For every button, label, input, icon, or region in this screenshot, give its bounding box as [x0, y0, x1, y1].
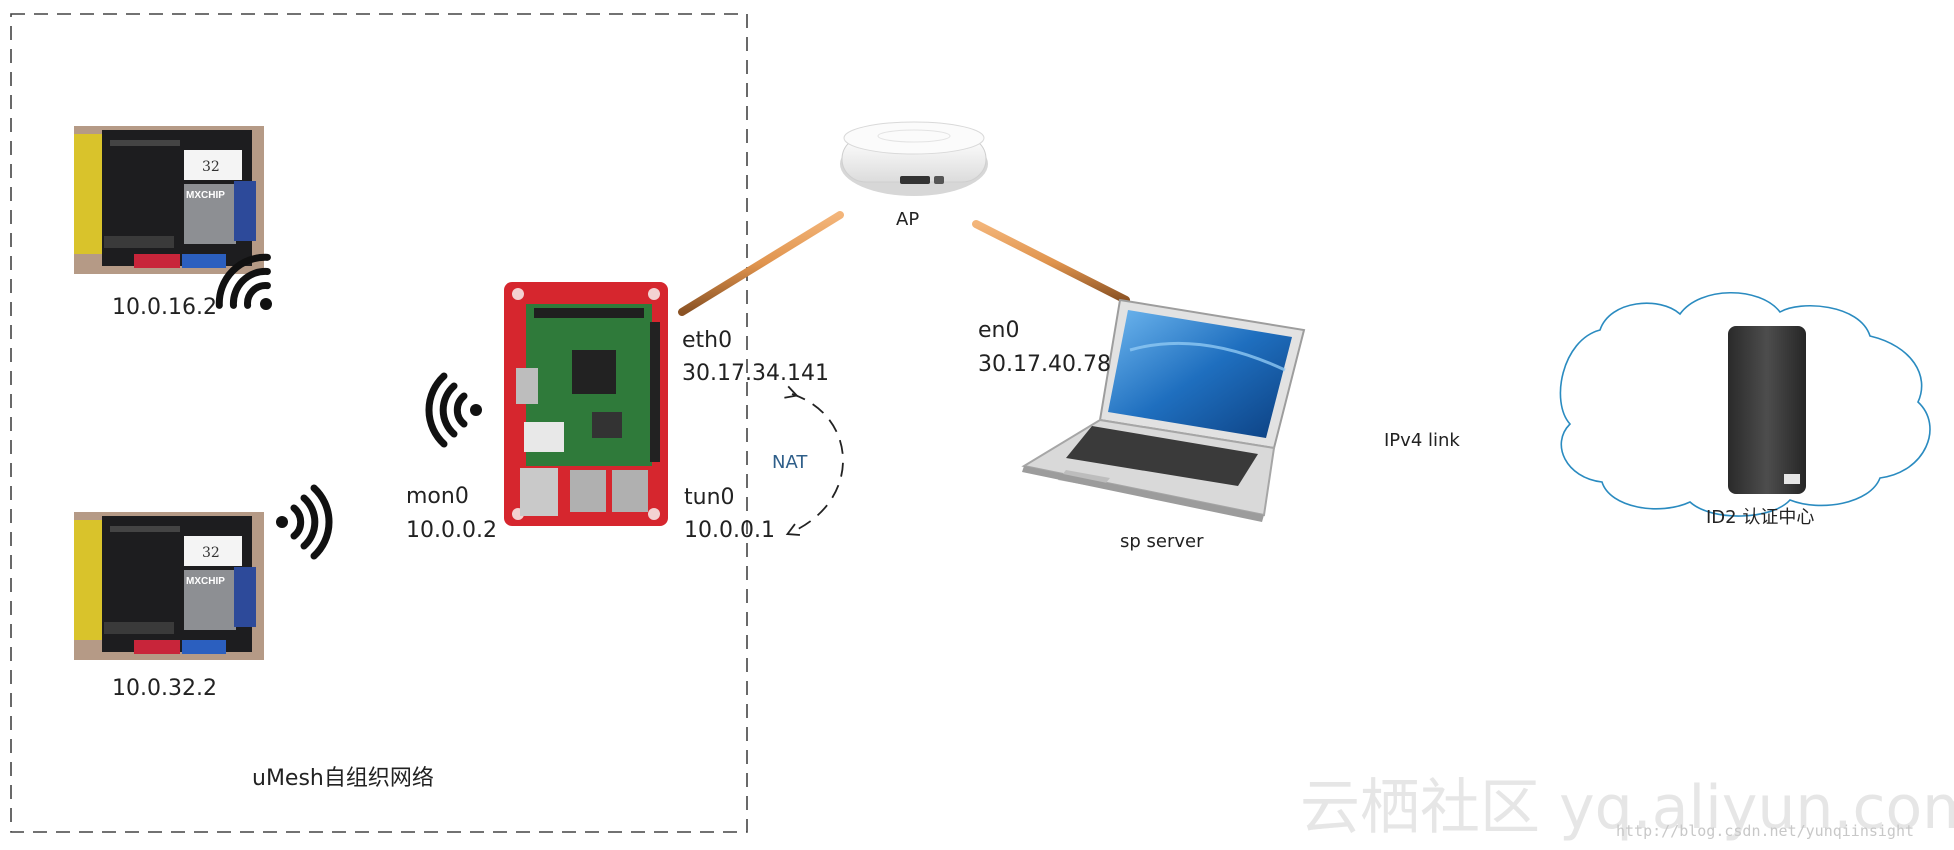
watermark-url: http://blog.csdn.net/yunqiinsight	[1616, 822, 1914, 840]
access-point-device	[840, 121, 988, 196]
device-board-bottom: 32 MXCHIP	[74, 512, 264, 660]
cloud-label: ID2 认证中心	[1706, 507, 1814, 528]
device-top-tag: 32	[202, 159, 220, 175]
umesh-region-border	[10, 13, 748, 833]
device-bottom-ip-label: 10.0.32.2	[112, 676, 217, 701]
device-top-ip-label: 10.0.16.2	[112, 295, 217, 320]
tun0-label: tun0	[684, 485, 735, 510]
wifi-icon-device-top	[215, 253, 272, 310]
tun0-ip-label: 10.0.0.1	[684, 518, 775, 543]
link-ap-laptop	[972, 220, 1130, 304]
cloud-server-group	[1559, 291, 1931, 517]
laptop-label: sp server	[1120, 531, 1204, 552]
server-drive-icon	[1728, 326, 1806, 494]
device-board-top: 32 MXCHIP	[74, 126, 264, 274]
ap-label: AP	[896, 209, 919, 230]
umesh-region-label: uMesh自组织网络	[252, 766, 434, 791]
en0-ip-label: 30.17.40.78	[978, 352, 1111, 377]
wifi-icon-gateway	[425, 372, 482, 448]
wifi-icon-device-bottom	[276, 484, 333, 560]
device-top-chip-text: MXCHIP	[186, 190, 225, 201]
nat-label: NAT	[772, 452, 808, 473]
device-bottom-chip-text: MXCHIP	[186, 576, 225, 587]
link-gateway-ap	[678, 211, 844, 316]
en0-label: en0	[978, 318, 1019, 343]
device-bottom-tag: 32	[202, 545, 220, 561]
eth0-ip-label: 30.17.34.141	[682, 361, 829, 386]
mon0-ip-label: 10.0.0.2	[406, 518, 497, 543]
eth0-label: eth0	[682, 328, 732, 353]
ipv4-link-label: IPv4 link	[1384, 430, 1460, 451]
links	[678, 211, 1557, 413]
mon0-label: mon0	[406, 484, 469, 509]
laptop-device	[1021, 298, 1306, 522]
watermark-main: 云栖社区 yq.aliyun.com	[1300, 773, 1954, 843]
nat-arrow	[784, 385, 844, 536]
gateway-board	[504, 282, 668, 526]
